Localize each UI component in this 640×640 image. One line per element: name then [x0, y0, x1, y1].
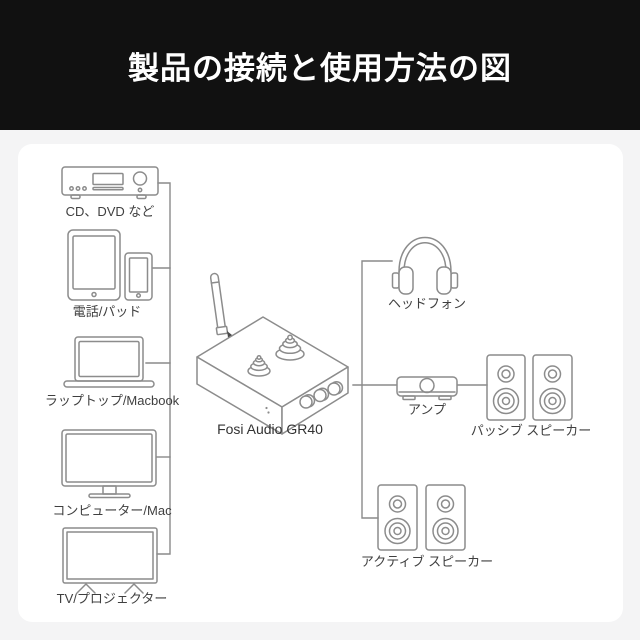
label-tv-projector: TV/プロジェクター	[57, 591, 168, 606]
label-phone-pad: 電話/パッド	[73, 304, 142, 319]
laptop-icon	[63, 336, 155, 388]
label-cd-dvd: CD、DVD など	[66, 204, 155, 219]
headphones-icon	[391, 236, 459, 295]
source-bus-wire	[145, 182, 171, 555]
label-computer-mac: コンピューター/Mac	[52, 503, 172, 518]
label-headphones: ヘッドフォン	[388, 296, 466, 311]
label-center-device: Fosi Audio GR40	[217, 421, 323, 437]
tablet-phone-icon	[67, 229, 153, 301]
active-speakers-icon	[377, 484, 466, 551]
label-active-speakers: アクティブ スピーカー	[361, 554, 493, 569]
title-banner: 製品の接続と使用方法の図	[0, 0, 640, 130]
label-laptop: ラップトップ/Macbook	[45, 393, 180, 408]
fosi-audio-gr40-icon	[196, 272, 349, 435]
computer-monitor-icon	[61, 429, 157, 499]
page-title: 製品の接続と使用方法の図	[128, 50, 512, 86]
amplifier-icon	[396, 376, 458, 401]
cd-dvd-player-icon	[61, 166, 159, 200]
output-bus-wire	[352, 260, 488, 519]
passive-speakers-icon	[486, 354, 573, 421]
tv-icon	[62, 527, 158, 594]
label-amp: アンプ	[408, 402, 446, 417]
label-passive-speakers: パッシブ スピーカー	[471, 423, 592, 438]
